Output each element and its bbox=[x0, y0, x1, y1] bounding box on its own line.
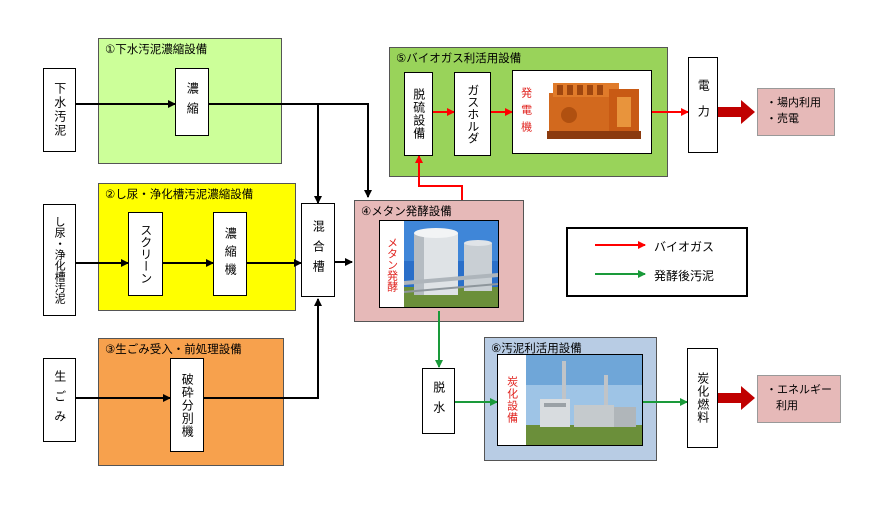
section-title: ②し尿・浄化槽汚泥濃縮設備 bbox=[105, 187, 254, 201]
unit-gas-holder: ガスホルダ bbox=[454, 72, 491, 156]
section-title: ①下水汚泥濃縮設備 bbox=[105, 42, 208, 56]
unit-crusher-separator: 破砕分別機 bbox=[170, 358, 204, 452]
section-title: ⑥汚泥利活用設備 bbox=[491, 341, 582, 355]
output-item: ・売電 bbox=[766, 111, 799, 125]
output-item: ・場内利用 bbox=[766, 96, 821, 109]
carbonization-label: 炭化設備 bbox=[505, 376, 519, 424]
output-power-use: ・場内利用 ・売電 bbox=[757, 88, 835, 136]
output-energy-use: ・エネルギー 利用 bbox=[757, 375, 841, 423]
legend-sludge-label: 発酵後汚泥 bbox=[654, 269, 715, 283]
digester-tank-image bbox=[404, 221, 498, 307]
section-title: ④メタン発酵設備 bbox=[361, 204, 452, 218]
output-item: 利用 bbox=[776, 398, 798, 412]
generator-engine-image bbox=[539, 71, 651, 153]
carbonization-plant-image bbox=[526, 355, 642, 445]
unit-carbonization: 炭化設備 bbox=[497, 354, 643, 446]
input-night-soil-sludge: し尿・浄化槽汚泥 bbox=[43, 204, 76, 316]
section-sewage-thickening: ①下水汚泥濃縮設備 bbox=[98, 38, 282, 164]
input-sewage-sludge: 下水汚泥 bbox=[43, 68, 76, 152]
legend: バイオガス 発酵後汚泥 bbox=[566, 227, 748, 297]
output-item: ・エネルギー bbox=[766, 383, 832, 396]
unit-desulfurizer: 脱硫設備 bbox=[404, 72, 433, 156]
unit-methane-digester: メタン発酵 bbox=[379, 220, 499, 308]
section-title: ⑤バイオガス利活用設備 bbox=[396, 51, 522, 65]
digester-label: メタン発酵 bbox=[385, 236, 399, 292]
unit-carbonized-fuel: 炭化燃料 bbox=[687, 348, 718, 448]
unit-thickener: 濃縮 bbox=[175, 68, 209, 136]
unit-mixing-tank: 混合槽 bbox=[301, 203, 335, 297]
input-garbage: 生ごみ bbox=[43, 358, 76, 442]
unit-electric-power: 電力 bbox=[688, 57, 718, 153]
generator-label: 発電機 bbox=[519, 86, 533, 138]
legend-biogas-label: バイオガス bbox=[654, 240, 715, 254]
unit-dewatering: 脱水 bbox=[422, 368, 455, 434]
unit-thickener-machine: 濃縮機 bbox=[213, 212, 247, 296]
unit-generator: 発電機 bbox=[512, 70, 652, 154]
unit-screen: スクリーン bbox=[128, 212, 163, 296]
section-title: ③生ごみ受入・前処理設備 bbox=[105, 342, 242, 356]
